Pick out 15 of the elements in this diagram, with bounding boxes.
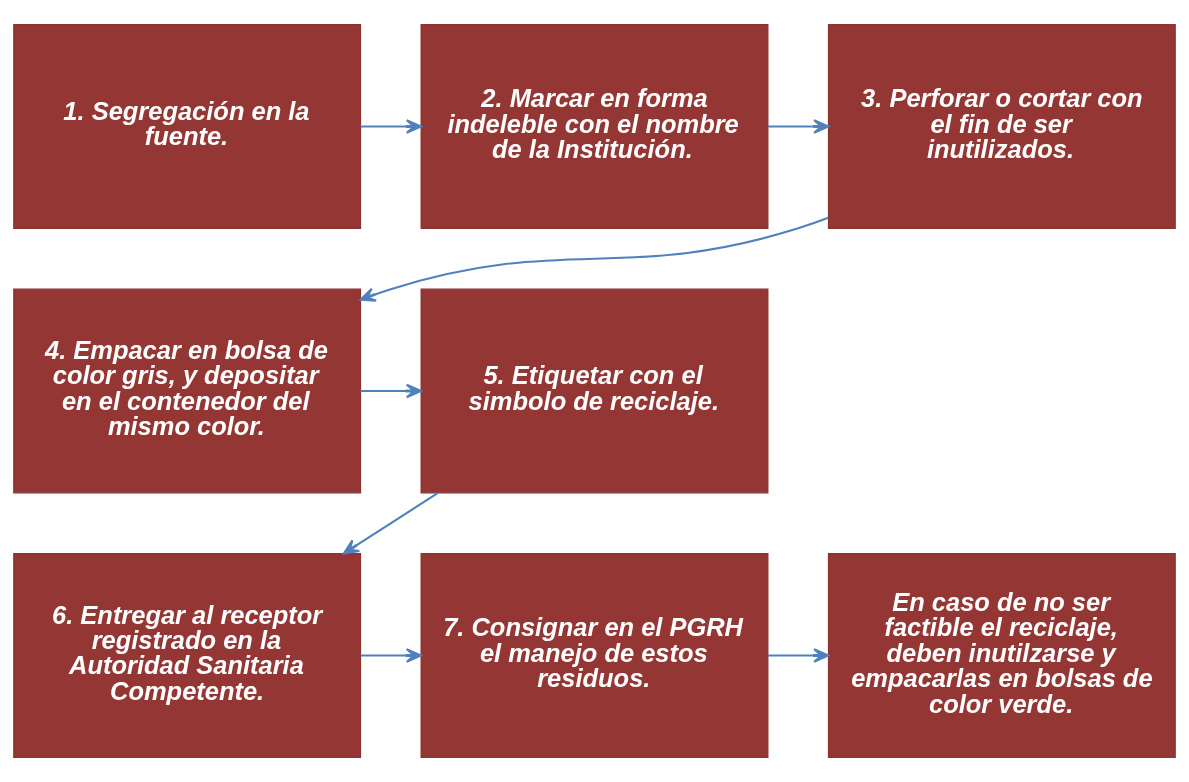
arrow [342, 492, 439, 555]
node-box: 3. Perforar o cortar con el fin de ser inutilizados. [827, 23, 1176, 230]
node-box: 2. Marcar en forma indeleble con el nombre de la Institución. [420, 23, 769, 230]
node-box: 1. Segregación en la fuente. [13, 23, 362, 230]
node-box: 7. Consignar en el PGRH el manejo de estos residuos. [420, 552, 769, 759]
node-box: 4. Empacar en bolsa de color gris, y depositar en el contenedor del mismo color. [13, 288, 362, 494]
arrow [767, 648, 830, 663]
node-box: En caso de no ser factible el reciclaje, deben inutilzarse y empacarlas en bolsas de color verde. [827, 552, 1176, 759]
arrow [359, 216, 829, 302]
arrow [767, 119, 830, 134]
arrow [360, 119, 422, 134]
node-box: 6. Entregar al receptor registrado en la Autoridad Sanitaria Competente. [13, 552, 362, 759]
arrow [360, 383, 422, 399]
node-box: 5. Etiquetar con el simbolo de reciclaje. [420, 288, 769, 494]
arrow [360, 648, 422, 663]
